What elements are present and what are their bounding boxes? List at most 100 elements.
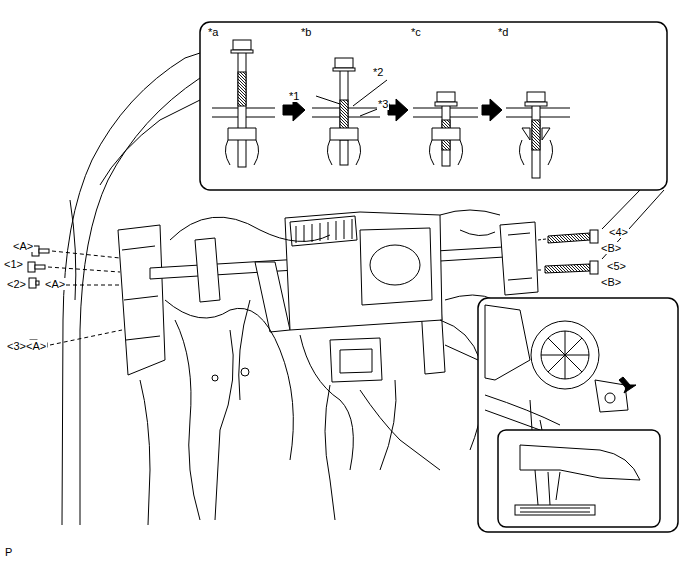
callout-letter: *b xyxy=(300,26,312,38)
blower-inset-part xyxy=(445,345,478,360)
wire-harness-part xyxy=(239,300,250,400)
detail-inset-frame-part xyxy=(200,22,667,190)
stage-a-part xyxy=(238,52,246,167)
hvac-unit-part xyxy=(360,228,432,305)
detail-inset-frame xyxy=(200,22,667,190)
stage-d-part xyxy=(527,92,545,102)
blower-inset-part xyxy=(515,505,595,515)
vehicle-body-part xyxy=(122,246,160,340)
stage-a-part xyxy=(225,128,258,165)
hvac-unit-part xyxy=(340,349,372,373)
bolt-5-part xyxy=(590,261,598,274)
stage-a-part xyxy=(238,72,246,106)
bolt-a1 xyxy=(32,246,49,256)
wire-harness-part xyxy=(360,390,440,470)
stage-d-part xyxy=(532,104,540,178)
bolt-5 xyxy=(545,261,598,274)
wire-harness-part xyxy=(460,230,495,236)
stage-d-part xyxy=(519,128,552,165)
stage-d-part xyxy=(525,102,547,106)
callout-number: <5> xyxy=(606,260,627,272)
stage-d-part xyxy=(532,120,540,150)
stage-a-part xyxy=(233,40,251,50)
callout-letter: *2 xyxy=(372,66,384,78)
wire-harness-part xyxy=(170,217,330,241)
bolt-2 xyxy=(29,278,39,288)
hvac-unit xyxy=(285,212,442,382)
stage-a-part xyxy=(231,50,253,53)
hvac-unit-part xyxy=(296,219,352,243)
reinforcement-beam-part xyxy=(255,262,290,332)
reinforcement-beam-part xyxy=(508,233,532,280)
blower-inset-part xyxy=(498,430,660,527)
callout-letter: *1 xyxy=(288,90,300,102)
blower-inset-part xyxy=(530,400,542,430)
stage-b-part xyxy=(340,70,348,165)
bolt-1-part xyxy=(35,265,45,269)
wire-harness xyxy=(165,210,500,520)
bolt-4-part xyxy=(548,233,590,243)
blower-inset-part xyxy=(541,331,589,379)
wire-harness-part xyxy=(440,320,483,450)
wire-harness-part xyxy=(380,380,396,470)
callout-letter: *a xyxy=(207,26,219,38)
callout-number: <4> xyxy=(608,226,629,238)
detail-inset: *a*b*c*d*2*1*3 xyxy=(200,22,667,190)
bolt-stages-part xyxy=(316,80,390,116)
blower-inset-part xyxy=(485,395,560,430)
callout-letter: *c xyxy=(410,26,422,38)
vehicle-body-part xyxy=(118,225,165,375)
callout-number: <3><A> xyxy=(6,340,47,352)
reinforcement-beam-part xyxy=(195,238,220,302)
wire-harness-part xyxy=(440,210,500,215)
wire-harness-part xyxy=(241,368,249,376)
bolt-1-part xyxy=(28,262,35,272)
bolt-5-part xyxy=(545,264,590,273)
blower-inset-part xyxy=(541,331,589,379)
stage-b-part xyxy=(333,68,355,71)
bolt-4-part xyxy=(590,230,598,243)
stage-a xyxy=(212,40,275,167)
callout-number: <B> xyxy=(600,242,622,254)
wire-harness-part xyxy=(212,375,218,381)
stage-b-part xyxy=(335,58,353,68)
blower-inset-part xyxy=(535,470,560,505)
callout-number: P xyxy=(4,546,13,558)
stage-c-part xyxy=(429,128,462,165)
stage-b xyxy=(312,58,380,165)
blower-inset-part xyxy=(605,393,615,403)
bolt-4 xyxy=(548,230,598,243)
reinforcement-beam-part xyxy=(500,222,538,295)
wire-harness-part xyxy=(175,320,200,520)
callout-number: <2> xyxy=(6,278,27,290)
bolts-part xyxy=(45,251,122,345)
blower-inset xyxy=(445,298,678,532)
blower-inset-part xyxy=(531,321,599,389)
wire-harness-part xyxy=(325,385,335,520)
hvac-unit-part xyxy=(330,338,382,382)
blower-inset-part xyxy=(478,298,678,532)
hvac-unit-part xyxy=(285,212,442,330)
wire-harness-part xyxy=(165,300,293,460)
callout-number: <A> xyxy=(44,278,66,290)
hvac-unit-part xyxy=(370,245,420,285)
blower-inset-part xyxy=(520,508,590,512)
bolt-stages-part xyxy=(283,99,305,121)
blower-inset-part xyxy=(520,445,640,480)
bolt-stages-part xyxy=(482,99,502,121)
bolt-stages-part xyxy=(388,99,408,121)
stage-d xyxy=(506,92,570,178)
callout-number: <1> xyxy=(3,258,24,270)
callout-number: <B> xyxy=(600,276,622,288)
stage-b-part xyxy=(327,128,360,165)
stage-c-part xyxy=(437,92,455,102)
bolt-a1-part xyxy=(39,249,49,253)
bolt-stages xyxy=(212,40,570,178)
wire-harness-part xyxy=(215,330,233,520)
callout-letter: *3 xyxy=(377,98,389,110)
stage-c-part xyxy=(435,102,457,106)
bolt-2-part xyxy=(36,281,39,285)
stage-c xyxy=(413,92,478,166)
blower-inset-part xyxy=(619,377,636,393)
